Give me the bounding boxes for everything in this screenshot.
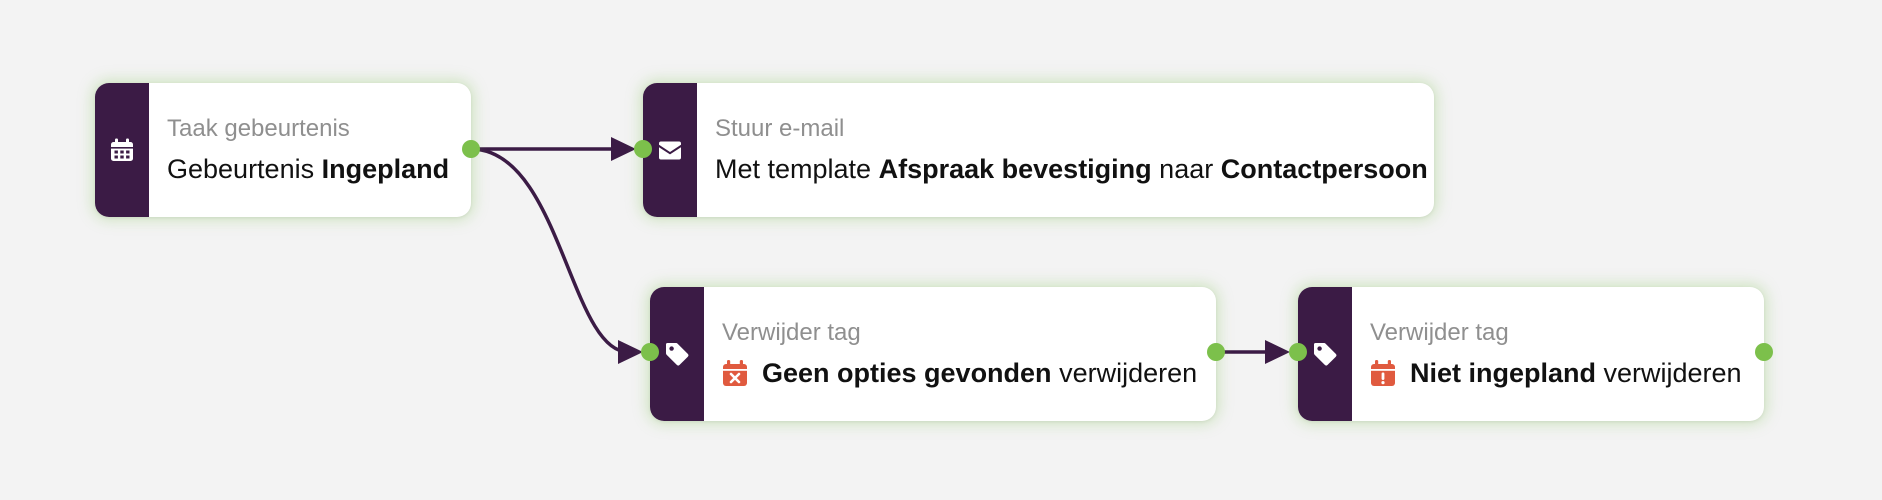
desc-bold-template: Afspraak bevestiging <box>878 154 1152 184</box>
node-send-email-body: Stuur e-mail Met template Afspraak beves… <box>697 83 1446 217</box>
arrowhead-remove-tag-2 <box>1265 340 1290 364</box>
desc-bold-recipient: Contactpersoon <box>1220 154 1428 184</box>
node-description: Met template Afspraak bevestiging naar C… <box>715 151 1428 187</box>
node-send-email[interactable]: Stuur e-mail Met template Afspraak beves… <box>643 83 1434 217</box>
desc-bold: Niet ingepland <box>1410 358 1597 388</box>
tag-icon <box>1314 343 1337 366</box>
node-remove-tag-2-body: Verwijder tag Niet ingepland verwijderen <box>1352 287 1760 421</box>
desc-text: Gebeurtenis <box>167 154 322 184</box>
node-trigger-body: Taak gebeurtenis Gebeurtenis Ingepland <box>149 83 467 217</box>
port-send-email-in[interactable] <box>634 140 652 158</box>
node-description: Gebeurtenis Ingepland <box>167 151 449 187</box>
tag-icon <box>666 343 689 366</box>
desc-bold: Ingepland <box>321 154 450 184</box>
node-remove-tag-2-sidebar <box>1298 287 1352 421</box>
desc-bold: Geen opties gevonden <box>762 358 1052 388</box>
node-type-label: Taak gebeurtenis <box>167 115 350 142</box>
port-remove-tag-2-out[interactable] <box>1755 343 1773 361</box>
calendar-exclamation-icon <box>1370 359 1396 387</box>
port-remove-tag-1-out[interactable] <box>1207 343 1225 361</box>
node-type-label: Verwijder tag <box>1370 319 1509 346</box>
calendar-icon <box>111 138 133 161</box>
node-remove-tag-1-body: Verwijder tag Geen opties gevonden verwi… <box>704 287 1215 421</box>
node-description: Niet ingepland verwijderen <box>1370 355 1742 391</box>
node-trigger[interactable]: Taak gebeurtenis Gebeurtenis Ingepland <box>95 83 471 217</box>
connector-trigger-to-remove-tag-1[interactable] <box>470 147 629 354</box>
envelope-icon <box>659 141 681 160</box>
calendar-x-icon <box>722 359 748 387</box>
node-type-label: Verwijder tag <box>722 319 861 346</box>
desc-text: verwijderen <box>1051 358 1198 388</box>
node-description: Geen opties gevonden verwijderen <box>722 355 1197 391</box>
desc-text: Met template <box>715 154 879 184</box>
arrowhead-email <box>611 137 636 161</box>
node-type-label: Stuur e-mail <box>715 115 845 142</box>
desc-text: verwijderen <box>1596 358 1742 388</box>
node-remove-tag-1-sidebar <box>650 287 704 421</box>
port-remove-tag-1-in[interactable] <box>641 343 659 361</box>
node-send-email-sidebar <box>643 83 697 217</box>
arrowhead-remove-tag-1 <box>618 340 643 364</box>
port-trigger-out[interactable] <box>462 140 480 158</box>
port-remove-tag-2-in[interactable] <box>1289 343 1307 361</box>
desc-text-mid: naar <box>1151 154 1221 184</box>
node-remove-tag-2[interactable]: Verwijder tag Niet ingepland verwijderen <box>1298 287 1764 421</box>
node-remove-tag-1[interactable]: Verwijder tag Geen opties gevonden verwi… <box>650 287 1216 421</box>
node-trigger-sidebar <box>95 83 149 217</box>
